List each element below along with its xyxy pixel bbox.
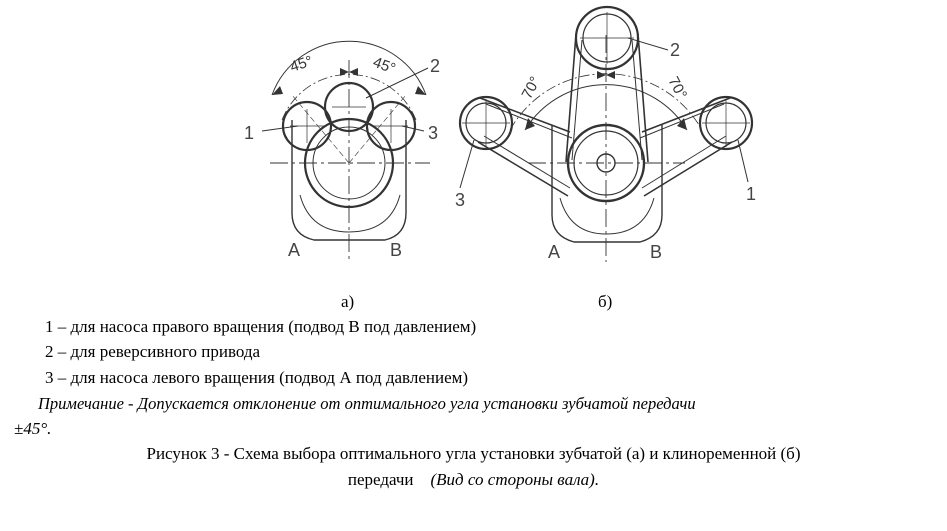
housing-a [291,120,407,241]
pulley-b-3 [458,95,514,151]
guide-a-right [348,94,407,164]
legend-item-2: 2 – для реверсивного привода [45,342,261,361]
label-a-1: 1 [244,123,254,143]
figure-caption-line-2-italic: (Вид со стороны вала). [430,470,600,489]
pitch-arc-a [281,74,417,121]
label-a-2: 2 [430,56,440,76]
port-a-label-b: A [548,242,560,262]
legend-item-1: 1 – для насоса правого вращения (подвод … [45,317,477,336]
port-b-label-b: B [650,242,662,262]
angle-b-right-label: 70° [664,74,690,102]
figure-caption-line-2: передачи (Вид со стороны вала). [0,470,947,490]
figure-caption-line-2-text: передачи [347,470,414,489]
pinion-a-crosshairs [290,106,408,143]
arrow-a-center-l [340,68,349,76]
label-b-1: 1 [746,184,756,204]
angle-a-right-label: 45° [371,54,398,78]
belt-b-top-inner [571,39,643,161]
angle-a-left-label: 45° [288,53,315,76]
label-a-3: 3 [428,123,438,143]
belt-b-right [641,97,733,197]
arrow-a-left [272,86,283,95]
label-b-2: 2 [670,40,680,60]
leader-b-1 [737,139,749,183]
belt-b-left [477,97,571,197]
legend-item-3: 3 – для насоса левого вращения (подвод А… [45,368,469,387]
housing-a-flange [299,194,401,233]
arrow-b-left [525,118,535,130]
arrow-a-right [415,86,426,95]
diagram-a [261,40,430,262]
figure-caption-line-1: Рисунок 3 - Схема выбора оптимального уг… [146,444,801,463]
leader-b-2 [627,37,669,51]
pulley-b-1 [698,95,754,151]
leader-a-3 [401,125,425,132]
label-b-3: 3 [455,190,465,210]
note-line-1: Примечание - Допускается отклонение от о… [38,394,696,413]
angle-arc-a [271,40,427,96]
port-b-label-a: B [390,240,402,260]
arrow-b-center-r [606,71,615,79]
angle-b-left-label: 70° [519,74,545,102]
arrow-a-center-r [349,68,358,76]
main-pulley-b [566,123,646,203]
main-pulley-b-hub [596,153,616,173]
pulley-b-2 [574,5,640,71]
pulley-b-crosshairs [462,12,750,147]
leader-b-3 [459,139,475,189]
housing-b [551,125,663,243]
pinion-a-2 [323,81,375,133]
main-gear-a-pitch [312,126,386,200]
main-gear-a [303,117,395,209]
belt-b-top [565,33,649,163]
main-pulley-b-inner [573,130,639,196]
leader-a-2 [365,67,429,99]
note-line-2: ±45°. [14,419,52,438]
arrow-b-right [677,118,687,130]
guide-a-left [291,94,350,164]
pitch-arc-b [509,73,703,131]
diagram-b [458,5,754,262]
pinion-a-1 [281,100,333,152]
port-a-label-a: A [288,240,300,260]
housing-b-flange [559,197,655,235]
pinion-a-3 [365,100,417,152]
caption-b: б) [598,292,613,311]
caption-a: а) [341,292,355,311]
arrow-b-center-l [597,71,606,79]
angle-arc-b [524,84,688,131]
leader-a-1 [261,125,299,132]
